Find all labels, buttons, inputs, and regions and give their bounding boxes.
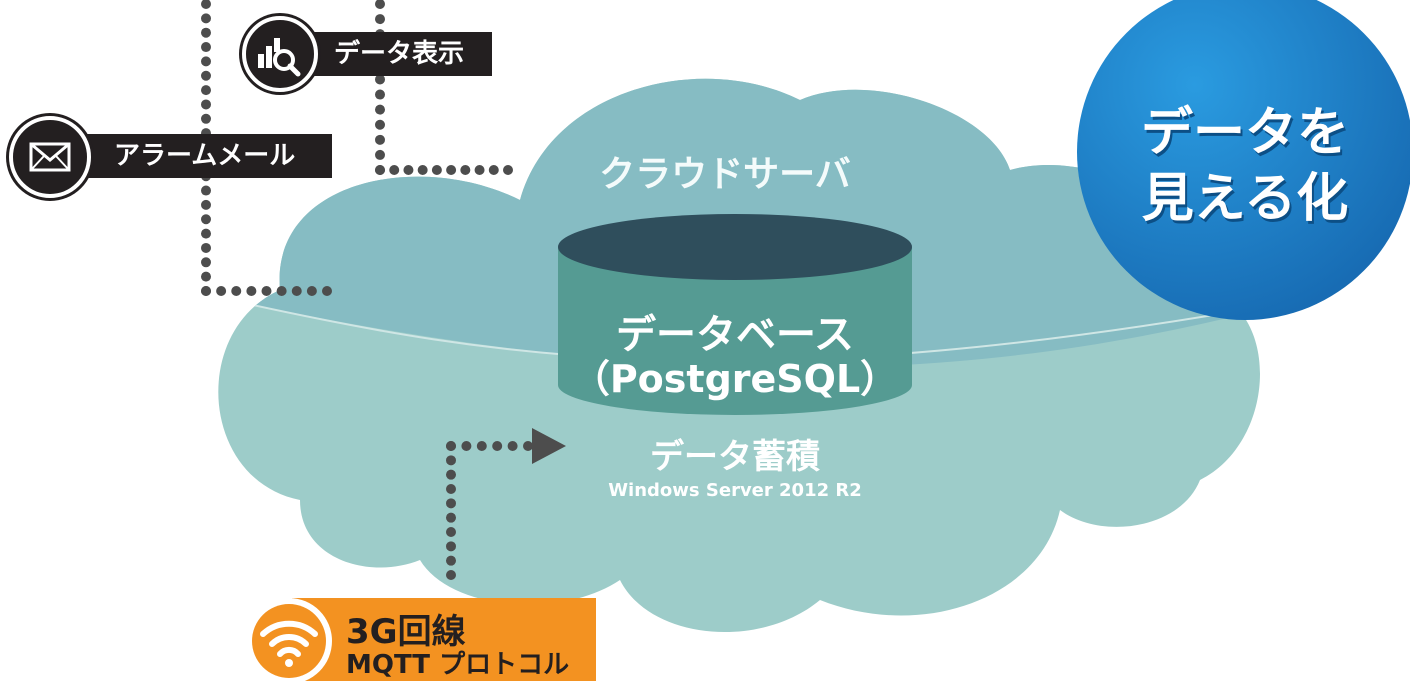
connector-dot bbox=[523, 441, 533, 451]
connector-dot bbox=[431, 165, 442, 175]
arrow-head bbox=[532, 428, 566, 464]
connector-dot bbox=[460, 165, 471, 175]
connector-dot bbox=[389, 165, 400, 175]
connector-dot bbox=[201, 56, 211, 67]
storage-label: データ蓄積 bbox=[650, 437, 820, 477]
connector-dot bbox=[446, 541, 456, 552]
connector-dot bbox=[201, 185, 211, 196]
connector-dot bbox=[446, 484, 456, 494]
connector-dot bbox=[375, 14, 385, 25]
connector-dot bbox=[446, 527, 456, 537]
connector-dot bbox=[201, 242, 211, 253]
connector-dot bbox=[375, 134, 385, 145]
connector-dot bbox=[306, 286, 317, 296]
connector-dot bbox=[201, 199, 211, 210]
data-display-label: データ表示 bbox=[292, 32, 492, 76]
connector-dot bbox=[201, 99, 211, 110]
connector-dot bbox=[474, 165, 485, 175]
alarm-mail-text: アラームメール bbox=[114, 141, 296, 171]
visualize-badge bbox=[1077, 0, 1410, 320]
connector-dot bbox=[201, 27, 211, 38]
connector-dot bbox=[231, 286, 242, 296]
badge-line-1: データを bbox=[1140, 103, 1349, 163]
connector-dot bbox=[417, 165, 428, 175]
network-line-2: MQTT プロトコル bbox=[346, 650, 570, 680]
connector-dot bbox=[201, 0, 211, 9]
connector-dot bbox=[201, 286, 211, 296]
connector-dot bbox=[446, 570, 456, 580]
envelope-icon bbox=[29, 142, 71, 172]
connector-dot bbox=[446, 455, 456, 466]
connector-dot bbox=[201, 228, 211, 239]
connector-dot bbox=[291, 286, 302, 296]
connector-dot bbox=[322, 286, 332, 296]
connector-dot bbox=[375, 74, 385, 85]
alarm-mail-label: アラームメール bbox=[60, 134, 332, 178]
data-display-text: データ表示 bbox=[334, 39, 465, 69]
dotted-connectors bbox=[201, 0, 533, 580]
connector-dot bbox=[446, 512, 456, 523]
connector-dot bbox=[503, 165, 513, 175]
wifi-icon bbox=[260, 620, 318, 667]
connector-dot bbox=[201, 214, 211, 225]
connector-dot bbox=[492, 441, 503, 451]
connector-dot bbox=[201, 13, 211, 24]
db-name: データベース bbox=[616, 312, 854, 358]
network-icon-circle bbox=[246, 598, 332, 681]
connector-dot bbox=[446, 498, 456, 509]
chart-magnifier-icon bbox=[258, 38, 301, 77]
connector-dot bbox=[476, 441, 487, 451]
connector-dot bbox=[403, 165, 414, 175]
connector-dot bbox=[461, 441, 472, 451]
connector-dot bbox=[446, 469, 456, 480]
connector-dot bbox=[216, 286, 227, 296]
connector-dot bbox=[375, 0, 385, 9]
connector-dot bbox=[375, 89, 385, 100]
connector-dot bbox=[375, 104, 385, 115]
alarm-mail-icon-circle bbox=[9, 116, 91, 198]
db-subtitle: （PostgreSQL） bbox=[571, 357, 899, 401]
connector-dot bbox=[201, 85, 211, 96]
connector-dot bbox=[375, 165, 385, 175]
database-cylinder bbox=[558, 214, 912, 415]
connector-dot bbox=[201, 113, 211, 124]
connector-dot bbox=[507, 441, 518, 451]
connector-dot bbox=[375, 149, 385, 160]
connector-dot bbox=[261, 286, 272, 296]
network-line-1: 3G回線 bbox=[346, 612, 466, 652]
connector-dot bbox=[375, 119, 385, 130]
connector-dot bbox=[446, 441, 456, 451]
connector-dot bbox=[201, 271, 211, 282]
network-label: 3G回線 MQTT プロトコル bbox=[292, 598, 596, 681]
connector-dot bbox=[246, 286, 257, 296]
cloud-title: クラウドサーバ bbox=[599, 154, 851, 195]
connector-dot bbox=[201, 42, 211, 53]
connector-dot bbox=[446, 555, 456, 566]
connector-dot bbox=[446, 165, 457, 175]
connector-dot bbox=[488, 165, 499, 175]
connector-dot bbox=[276, 286, 287, 296]
os-label: Windows Server 2012 R2 bbox=[608, 480, 862, 501]
connector-dot bbox=[201, 70, 211, 81]
connector-dot bbox=[201, 257, 211, 268]
data-display-icon-circle bbox=[242, 16, 318, 92]
badge-line-2: 見える化 bbox=[1141, 169, 1349, 229]
